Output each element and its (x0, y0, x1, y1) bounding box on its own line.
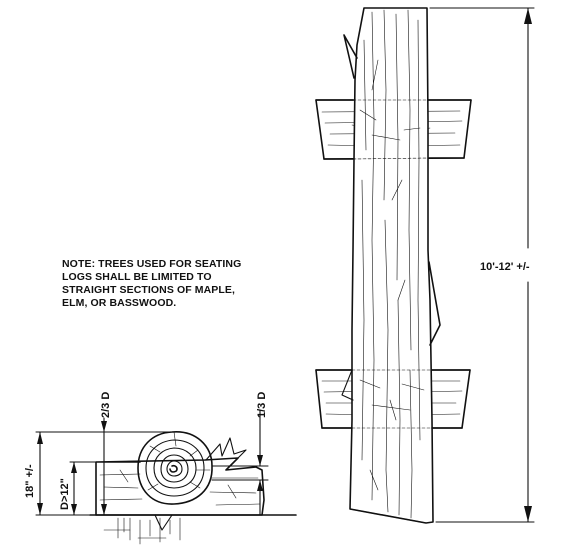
back-log-spikes (205, 437, 247, 461)
dim-two-thirds-arrow-bottom (101, 504, 107, 515)
branch-spur-lower (428, 261, 441, 346)
tall-log (315, 7, 472, 524)
log-base-chock (154, 514, 173, 531)
note-line-2: LOGS SHALL BE LIMITED TO (62, 271, 212, 283)
branch-spur-left (341, 369, 354, 401)
log-length-dimension: 10'-12' +/- (429, 7, 535, 523)
seat-height-dimension: 18" +/- (24, 431, 171, 516)
log-end-outer (137, 431, 213, 505)
ring-3 (153, 447, 197, 489)
dim-one-third-arrow-bottom (257, 480, 263, 491)
two-thirds-dimension: 2/3 D (100, 392, 112, 516)
seat-height-label: 18" +/- (24, 464, 36, 498)
ring-cracks (147, 431, 211, 491)
back-log-body (95, 457, 265, 516)
note-line-4: ELM, OR BASSWOOD. (62, 297, 177, 309)
diameter-dimension: D>12" (59, 461, 97, 516)
trunk-grain (359, 9, 425, 519)
dim-18-arrow-top (37, 432, 43, 444)
dim-one-third-arrow-top (257, 455, 263, 466)
dim-arrow-top (524, 8, 532, 24)
note-line-1: NOTE: TREES USED FOR SEATING (62, 258, 242, 270)
seating-log-section: 18" +/- D>12" 2/3 D 1/3 D (24, 392, 297, 545)
dim-18-arrow-bottom (37, 503, 43, 515)
dim-d-arrow-top (71, 462, 77, 473)
ring-2 (145, 439, 205, 497)
log-end-rings (137, 431, 213, 505)
note-line-3: STRAIGHT SECTIONS OF MAPLE, (62, 284, 236, 296)
log-length-label: 10'-12' +/- (480, 261, 530, 273)
ring-core (169, 464, 178, 473)
ring-4 (160, 454, 189, 483)
ground-hatch (103, 517, 181, 545)
dim-d-arrow-bottom (71, 504, 77, 515)
diameter-label: D>12" (59, 478, 71, 510)
dim-two-thirds-arrow-top (101, 421, 107, 432)
one-third-dimension: 1/3 D (211, 392, 269, 516)
back-log-grain (99, 469, 261, 506)
two-thirds-label: 2/3 D (100, 392, 112, 418)
dim-arrow-bottom (524, 506, 532, 522)
tall-log-base (349, 508, 427, 524)
ring-5 (166, 460, 183, 477)
seating-log-note: NOTE: TREES USED FOR SEATING LOGS SHALL … (62, 258, 282, 310)
block-edges (315, 99, 472, 429)
block-trunk-overlap (351, 99, 433, 429)
one-third-label: 1/3 D (256, 392, 268, 418)
branch-spur-upper (343, 34, 358, 79)
